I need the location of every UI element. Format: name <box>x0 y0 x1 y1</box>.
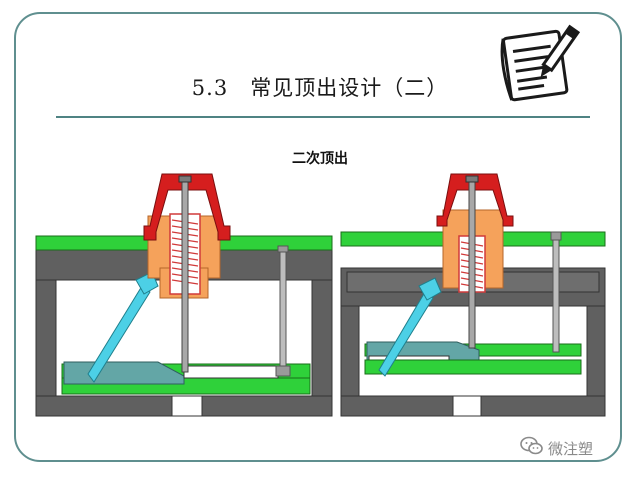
right-support-rail <box>586 305 606 397</box>
center-ejector-pin <box>181 177 189 373</box>
return-pin <box>279 249 287 369</box>
cyan-angled-pin <box>378 291 434 377</box>
right-support-rail <box>311 279 333 397</box>
red-cap <box>436 173 514 227</box>
notepad-pencil-icon <box>497 22 581 110</box>
return-pin <box>552 237 560 353</box>
watermark-text: 微注塑 <box>548 439 594 458</box>
center-pin-head <box>178 175 192 183</box>
cyan-pin-head <box>418 277 442 301</box>
bottom-plate-slot <box>171 395 203 417</box>
return-pin-head <box>277 245 289 253</box>
watermark: 微注塑 <box>520 436 593 460</box>
center-pin-head <box>465 175 479 183</box>
bottom-plate-slot <box>452 395 482 417</box>
return-pin-head <box>550 231 562 241</box>
cyan-angled-pin <box>87 285 151 383</box>
left-support-rail <box>35 279 57 397</box>
center-ejector-pin <box>468 177 476 349</box>
ejection-diagram-stage-1 <box>34 170 334 424</box>
slide-title: 5.3 常见顶出设计（二） <box>191 76 449 100</box>
ejector-base-plate <box>364 359 582 375</box>
return-pin-foot <box>275 365 291 377</box>
slide-subtitle: 二次顶出 <box>292 151 348 167</box>
left-support-rail <box>340 305 360 397</box>
title-underline <box>56 116 590 118</box>
wechat-icon <box>520 436 544 460</box>
white-gap-block <box>183 365 279 379</box>
red-cap <box>143 173 231 241</box>
ejection-diagram-stage-2 <box>339 170 609 424</box>
